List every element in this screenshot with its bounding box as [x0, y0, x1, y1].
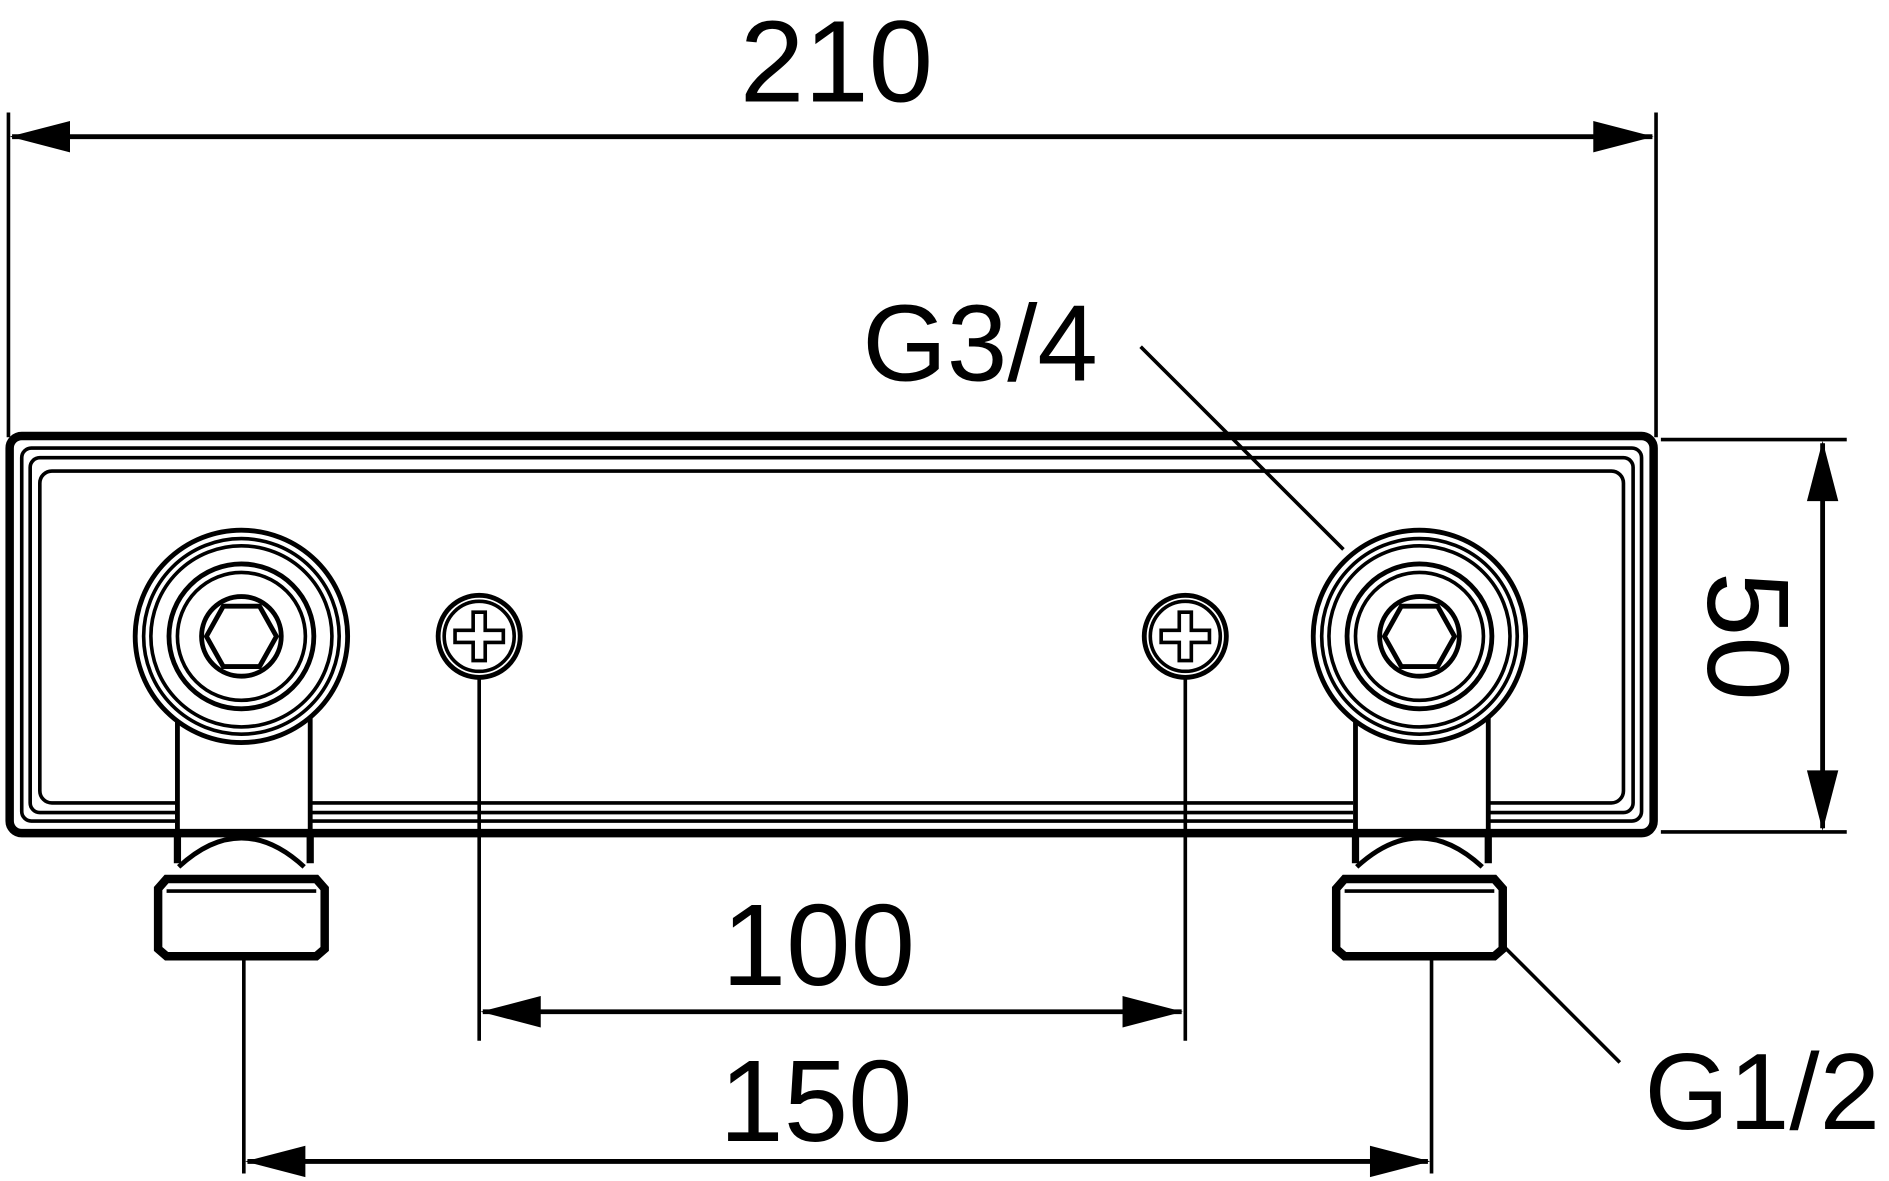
mounting-plate [19, 446, 1644, 823]
dimension-label-100: 100 [722, 880, 915, 1010]
dimension-label-150: 150 [719, 1036, 912, 1166]
dimension-overall-width: 210 [6, 0, 1658, 438]
callout-bottom-thread: G1/2 [1501, 944, 1881, 1153]
dimension-height: 50 [1660, 437, 1847, 834]
left-screw [438, 595, 520, 677]
left-fitting [135, 530, 347, 742]
dimension-screw-spacing: 100 [477, 677, 1188, 1041]
dimension-outlet-spacing: 150 [242, 956, 1434, 1178]
thread-label-g1-2: G1/2 [1645, 1032, 1881, 1153]
right-fitting [1313, 530, 1525, 742]
thread-label-g3-4: G3/4 [862, 283, 1098, 404]
right-screw [1144, 595, 1226, 677]
callout-top-thread: G3/4 [862, 283, 1345, 551]
dimension-label-50: 50 [1683, 572, 1813, 701]
dimension-label-210: 210 [740, 0, 933, 127]
plate-outline [5, 431, 1658, 838]
